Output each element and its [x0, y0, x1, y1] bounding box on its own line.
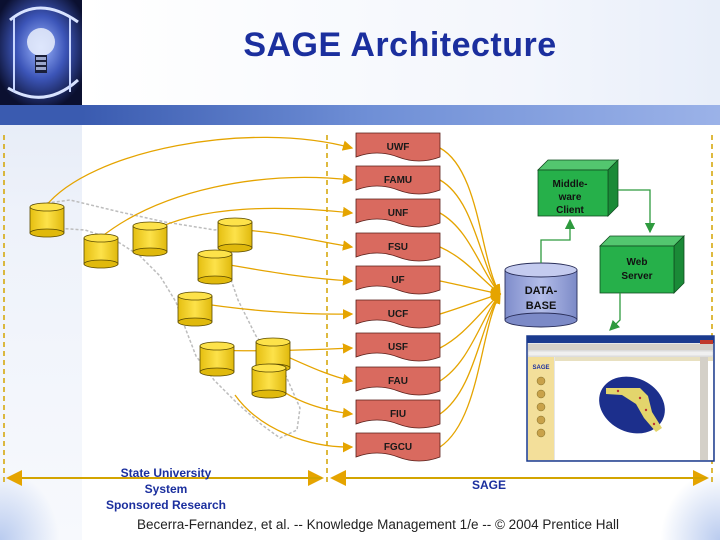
label-unf: UNF	[388, 208, 409, 219]
lightbulb-logo	[0, 0, 82, 105]
database-cylinder	[132, 221, 168, 257]
label-fau: FAU	[388, 376, 408, 387]
database-cylinder	[199, 341, 235, 377]
database-label-line2: BASE	[526, 300, 557, 312]
university-doc-fiu	[355, 399, 441, 429]
university-doc-uf	[355, 265, 441, 295]
lightbulb-logo-graphic	[0, 0, 82, 105]
database-label-line1: DATA-	[525, 285, 558, 297]
database-cylinder	[29, 202, 65, 238]
left-label-line3: Sponsored Research	[106, 498, 226, 512]
university-databases	[29, 202, 291, 399]
middleware-label-line1: Middle-	[553, 179, 588, 190]
label-fgcu: FGCU	[384, 442, 412, 453]
label-fiu: FIU	[390, 409, 406, 420]
university-documents	[355, 132, 441, 462]
left-label-line2: System	[145, 482, 188, 496]
sage-web-screenshot: SAGE	[526, 335, 715, 462]
blue-bar-left	[0, 105, 82, 125]
university-doc-fau	[355, 366, 441, 396]
university-doc-famu	[355, 165, 441, 195]
database-cylinder	[177, 291, 213, 327]
label-fsu: FSU	[388, 242, 408, 253]
central-database: DATA- BASE	[504, 262, 578, 328]
blue-header-bar	[82, 105, 720, 125]
system-flow-arrows	[540, 189, 656, 331]
label-uwf: UWF	[387, 142, 410, 153]
label-usf: USF	[388, 342, 408, 353]
footer-citation: Becerra-Fernandez, et al. -- Knowledge M…	[137, 517, 619, 532]
university-labels: UWF FAMU UNF FSU UF UCF USF FAU FIU FGCU	[384, 142, 412, 453]
slide-footer: Becerra-Fernandez, et al. -- Knowledge M…	[0, 517, 720, 532]
webserver-label-line1: Web	[627, 257, 648, 268]
section-labels: State University System Sponsored Resear…	[106, 466, 506, 512]
database-cylinder	[197, 249, 233, 285]
database-cylinder	[251, 363, 287, 399]
webserver-label-line2: Server	[621, 271, 652, 282]
left-label-line1: State University	[121, 466, 212, 480]
middleware-client-box: Middle- ware Client	[537, 159, 619, 217]
decorative-swoosh-right	[660, 470, 720, 540]
label-ucf: UCF	[388, 309, 409, 320]
web-server-box: Web Server	[599, 235, 685, 294]
right-label-sage: SAGE	[472, 478, 506, 492]
university-doc-fsu	[355, 232, 441, 262]
university-doc-ucf	[355, 299, 441, 329]
header-band	[82, 0, 720, 108]
university-doc-unf	[355, 198, 441, 228]
database-cylinder	[217, 217, 253, 253]
university-doc-fgcu	[355, 432, 441, 462]
screenshot-logo: SAGE	[532, 365, 549, 371]
middleware-label-line2: ware	[558, 192, 582, 203]
middleware-label-line3: Client	[556, 205, 584, 216]
database-cylinder	[83, 233, 119, 269]
slide-title: SAGE Architecture	[243, 26, 557, 64]
label-uf: UF	[391, 275, 404, 286]
university-doc-usf	[355, 332, 441, 362]
label-famu: FAMU	[384, 175, 412, 186]
document-to-database-arrows	[439, 147, 502, 448]
university-doc-uwf	[355, 132, 441, 162]
